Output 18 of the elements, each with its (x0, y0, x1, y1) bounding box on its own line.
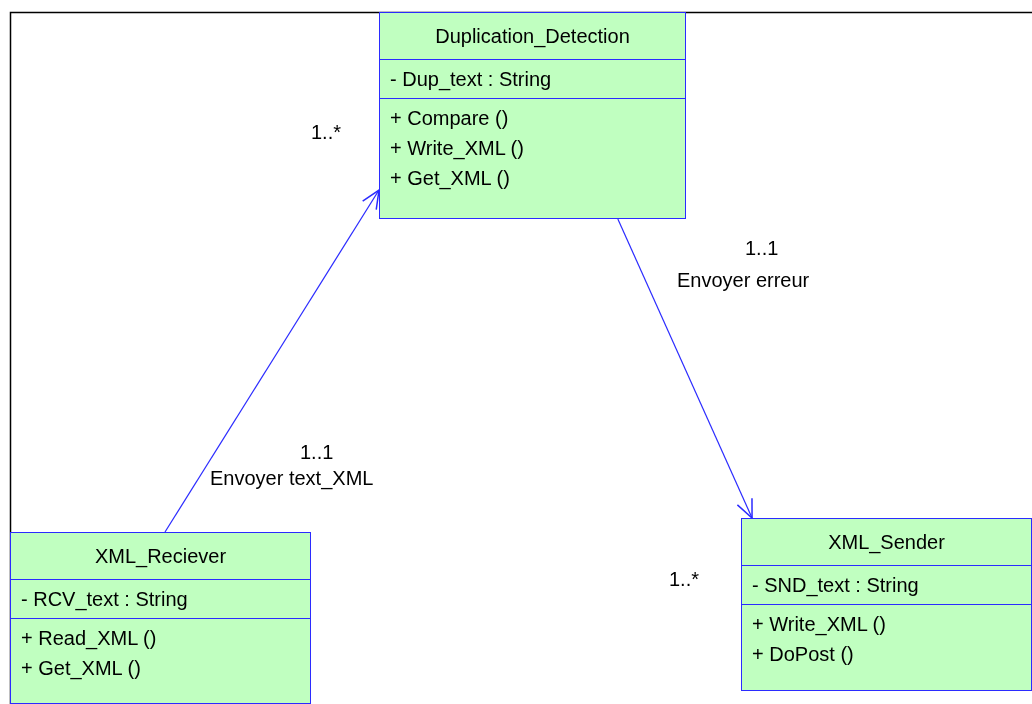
method: + Get_XML () (21, 656, 142, 682)
association-arrow (164, 189, 380, 533)
method: + Write_XML () (390, 136, 525, 162)
class-box (741, 518, 1032, 691)
method: + Get_XML () (390, 166, 511, 192)
class-name: Duplication_Detection (434, 24, 631, 50)
method: + Read_XML () (21, 626, 158, 652)
method: + Write_XML () (752, 612, 887, 638)
class-name: XML_Reciever (93, 544, 228, 570)
method: + Compare () (390, 106, 510, 131)
class-box (10, 532, 311, 704)
attribute: - Dup_text : String (390, 67, 553, 93)
attribute: - RCV_text : String (21, 587, 189, 613)
association-arrow (617, 218, 753, 519)
attribute: - SND_text : String (752, 573, 920, 599)
class-name: XML_Sender (827, 530, 946, 556)
class-box (379, 12, 686, 219)
method: + DoPost () (752, 642, 855, 667)
